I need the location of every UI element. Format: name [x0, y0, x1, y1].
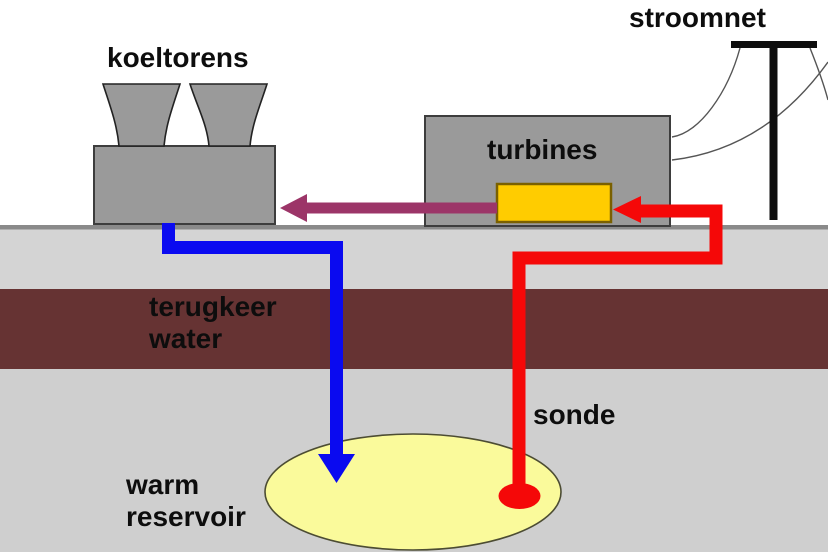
cooling-tower-right	[188, 83, 269, 147]
cooling-towers-base	[93, 145, 276, 225]
return-water-rock-layer	[0, 289, 828, 369]
sonde-inlet-blob	[498, 483, 541, 509]
power-line-wire-1	[671, 47, 741, 138]
label-stroomnet: stroomnet	[629, 2, 766, 33]
label-turbines: turbines	[487, 134, 598, 165]
power-pole-mast	[769, 47, 778, 220]
cooling-tower-left	[101, 83, 182, 147]
cold-water-arrow-head	[318, 454, 355, 483]
ground-surface-line	[0, 225, 828, 230]
power-pole-crossarm	[731, 41, 817, 48]
hot-water-pipe	[512, 204, 723, 490]
label-warm-reservoir: warm reservoir	[126, 469, 246, 532]
label-terugkeer-water: terugkeer water	[149, 291, 277, 354]
label-koeltorens: koeltorens	[107, 42, 249, 73]
label-sonde: sonde	[533, 399, 616, 430]
hot-water-arrow-head	[613, 196, 641, 223]
power-line-wire-2	[671, 61, 828, 161]
electricity-arrow-head	[280, 194, 307, 222]
power-line-wire-3	[809, 47, 828, 101]
cold-water-pipe	[162, 223, 343, 456]
generator-box	[495, 182, 613, 224]
